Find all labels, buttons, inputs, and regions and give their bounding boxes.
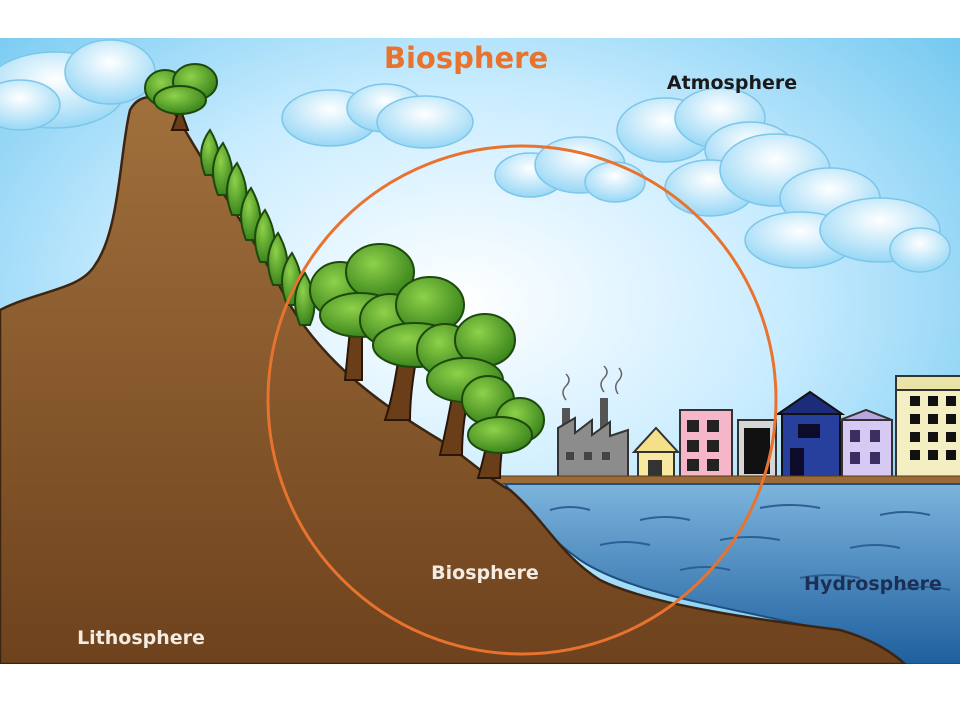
biosphere-label: Biosphere <box>431 562 539 584</box>
lavender-building <box>839 408 893 479</box>
shoreline <box>479 475 960 485</box>
clouds <box>0 39 951 273</box>
cloud-center <box>494 136 646 203</box>
tree-2 <box>359 276 465 421</box>
atmosphere-label: Atmosphere <box>667 72 797 94</box>
buildings <box>557 365 960 479</box>
hydrosphere-label: Hydrosphere <box>804 573 942 595</box>
forest-trees <box>309 243 545 479</box>
factory <box>557 365 629 479</box>
small-house <box>631 426 681 479</box>
cloud-top-left <box>0 39 156 131</box>
pink-building <box>679 409 733 479</box>
blue-house <box>774 390 846 479</box>
biosphere-circle <box>266 144 778 656</box>
peak-tree <box>144 63 218 131</box>
tree-4 <box>461 375 545 479</box>
cloud-right-lower <box>664 133 951 273</box>
lithosphere-label: Lithosphere <box>77 627 205 649</box>
water-ripples <box>549 504 951 591</box>
title-label: Biosphere <box>384 41 548 75</box>
cloud-center-left <box>281 83 474 149</box>
tall-building <box>895 375 960 479</box>
mountain-ground <box>0 96 907 664</box>
